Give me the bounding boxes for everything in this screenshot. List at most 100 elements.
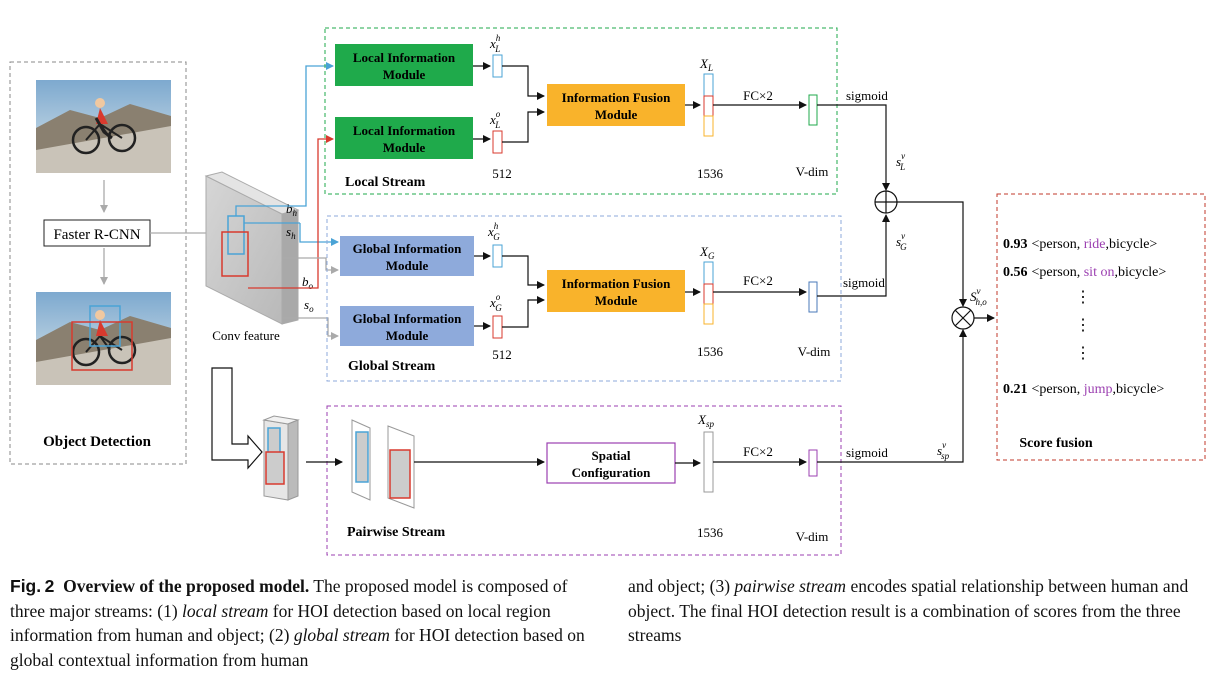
object-bbox (71, 321, 133, 371)
local-info-module-human: Local Information Module (335, 44, 473, 86)
global-dim-512: 512 (492, 347, 512, 362)
object-routing-arrows (248, 135, 334, 289)
caption-term-pairwise: pairwise stream (734, 576, 847, 596)
object-detection-title: Object Detection (43, 434, 152, 450)
svg-text:Faster R-CNN: Faster R-CNN (53, 227, 140, 243)
figure-caption-right: and object; (3) pairwise stream encodes … (628, 576, 1189, 645)
global-info-module-human: Global Information Module (340, 236, 474, 276)
global-concat-vector (703, 261, 714, 325)
ellipsis-3: ⋮ (1075, 345, 1091, 362)
svg-text:Information Fusion: Information Fusion (562, 276, 671, 291)
local-fc-label: FC×2 (743, 88, 773, 103)
score-row-2: 0.56<person, sit on,bicycle> (1003, 265, 1166, 280)
product-node (951, 306, 975, 330)
local-concat-label: XL (699, 56, 713, 73)
figure-caption-left: Fig. 2 Overview of the proposed model. T… (10, 576, 585, 670)
ellipsis-2: ⋮ (1075, 317, 1091, 334)
local-concat-vector (703, 73, 714, 137)
global-output-vector (808, 281, 818, 313)
pairwise-stream-title: Pairwise Stream (347, 525, 445, 540)
caption-term-global: global stream (293, 625, 390, 645)
human-bbox (89, 305, 121, 347)
local-output-vector (808, 94, 818, 126)
global-vec-object (492, 315, 503, 339)
conv-feature-label: Conv feature (212, 328, 280, 343)
svg-text:Spatial: Spatial (591, 448, 630, 463)
pairwise-dim-1536: 1536 (697, 525, 724, 540)
spatial-map-human (351, 419, 371, 501)
svg-text:Module: Module (383, 67, 426, 82)
spatial-configuration-module: Spatial Configuration (546, 442, 676, 484)
score-fusion-panel: 0.93<person, ride,bicycle> 0.56<person, … (996, 193, 1206, 461)
svg-text:Information Fusion: Information Fusion (562, 90, 671, 105)
pairwise-output-vector (808, 449, 818, 477)
local-stream: Local Information Module Local Informati… (324, 27, 888, 195)
detected-image (36, 292, 171, 385)
global-info-module-object: Global Information Module (340, 306, 474, 346)
local-vec-human (492, 54, 503, 78)
local-dim-512: 512 (492, 166, 512, 181)
global-vec-human (492, 244, 503, 268)
pairwise-stream: Spatial Configuration Xsp FC×2 1536 V-di… (211, 367, 888, 556)
human-routing-arrows (235, 62, 339, 246)
caption-term-local: local stream (182, 600, 269, 621)
svg-text:Module: Module (383, 140, 426, 155)
svg-text:Module: Module (595, 107, 638, 122)
ellipsis-1: ⋮ (1075, 289, 1091, 306)
global-concat-label: XG (699, 244, 715, 261)
local-sigmoid-label: sigmoid (846, 88, 888, 103)
svg-text:Module: Module (386, 328, 429, 343)
pairwise-concat-vector (703, 431, 714, 493)
local-vdim: V-dim (796, 164, 829, 179)
caption-title: Overview of the proposed model. (63, 576, 310, 596)
local-vec-object (492, 130, 503, 154)
global-vdim: V-dim (798, 344, 831, 359)
global-fusion-module: Information Fusion Module (547, 270, 685, 312)
faster-rcnn-box: Faster R-CNN (43, 219, 151, 247)
figure-label: Fig. 2 (10, 576, 55, 596)
pairwise-sigmoid-label: sigmoid (846, 445, 888, 460)
svg-text:Module: Module (386, 258, 429, 273)
spatial-map-3d (262, 415, 300, 501)
local-stream-title: Local Stream (345, 175, 426, 190)
score-row-1: 0.93<person, ride,bicycle> (1003, 237, 1157, 252)
context-routing-arrows (282, 257, 339, 340)
score-row-3: 0.21<person, jump,bicycle> (1003, 382, 1164, 397)
bh-label: bh (286, 201, 298, 218)
sum-node (874, 190, 898, 214)
local-info-module-object: Local Information Module (335, 117, 473, 159)
pairwise-vdim: V-dim (796, 529, 829, 544)
global-sigmoid-label: sigmoid (843, 275, 885, 290)
global-stream: Global Information Module Global Informa… (326, 215, 885, 382)
svg-text:Configuration: Configuration (572, 465, 652, 480)
so-label: so (304, 297, 314, 314)
bo-label: bo (302, 274, 314, 291)
pairwise-fc-label: FC×2 (743, 444, 773, 459)
local-fusion-module: Information Fusion Module (547, 84, 685, 126)
spatial-map-object (387, 425, 415, 509)
svg-text:Module: Module (595, 293, 638, 308)
svg-text:Global Information: Global Information (353, 241, 462, 256)
pairwise-concat-label: Xsp (697, 412, 714, 429)
local-dim-1536: 1536 (697, 166, 724, 181)
sh-label: sh (286, 224, 296, 241)
input-image (36, 80, 171, 173)
pairwise-input-arrow (211, 367, 263, 470)
hoi-model-diagram: Faster R-CNN Object Detection Conv featu… (9, 27, 1206, 556)
object-detection-panel: Faster R-CNN Object Detection (9, 61, 187, 465)
svg-text:Local Information: Local Information (353, 123, 456, 138)
score-fusion-title: Score fusion (1019, 436, 1092, 451)
conv-feature-block: Conv feature (204, 171, 300, 343)
global-dim-1536: 1536 (697, 344, 724, 359)
global-fc-label: FC×2 (743, 273, 773, 288)
global-stream-title: Global Stream (348, 359, 436, 374)
svg-text:Global Information: Global Information (353, 311, 462, 326)
